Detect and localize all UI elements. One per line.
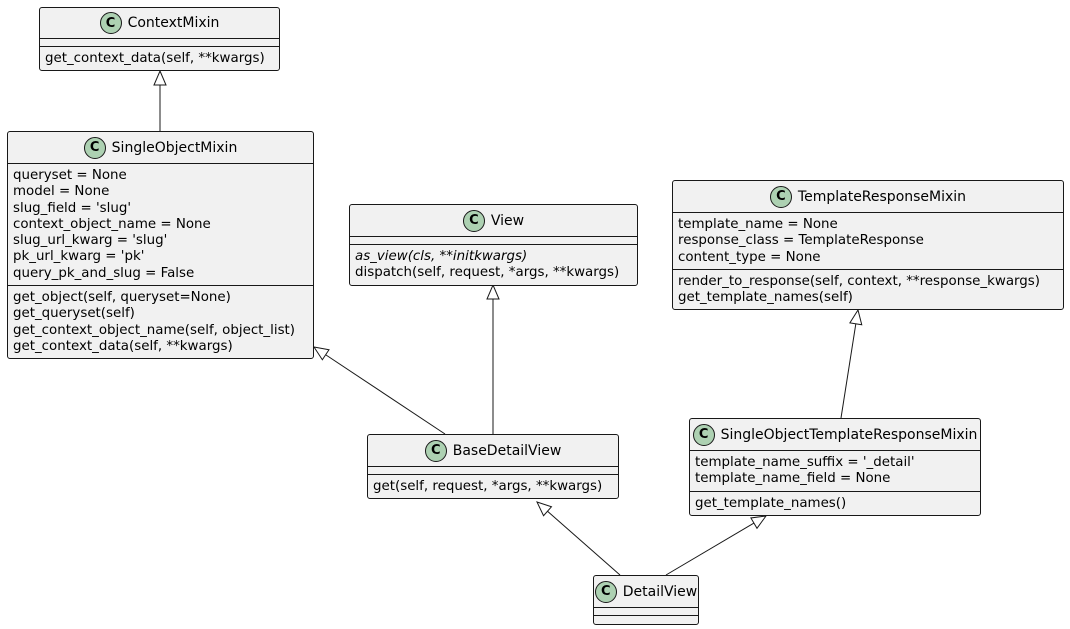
class-name: SingleObjectTemplateResponseMixin [720,426,978,443]
class-methods: get_context_data(self, **kwargs) [40,47,279,70]
field-row: model = None [13,184,110,200]
method-row: render_to_response(self, context, **resp… [678,273,1040,289]
method-row: get_context_object_name(self, object_lis… [13,322,296,338]
class-name: TemplateResponseMixin [797,188,967,205]
class-fields [368,467,618,475]
class-fields: template_name_suffix = '_detail'template… [690,451,980,492]
class-fields [594,608,698,616]
class-fields [350,237,637,245]
class-methods [594,616,698,624]
class-name: BaseDetailView [452,442,562,459]
inheritance-line [665,522,755,576]
class-box-detail-view[interactable]: C DetailView [593,575,699,625]
field-row: queryset = None [13,168,127,183]
field-row: template_name = None [678,217,838,232]
class-box-view[interactable]: C View as_view(cls, **initkwargs)dispatch(… [349,204,638,286]
method-row: as_view(cls, **initkwargs) [355,249,528,264]
class-methods: as_view(cls, **initkwargs)dispatch(self,… [350,245,637,285]
class-methods: get_object(self, queryset=None)get_query… [8,286,313,358]
class-header: C SingleObjectMixin [8,132,313,164]
class-header: C SingleObjectTemplateResponseMixin [690,419,980,451]
field-row: template_name_suffix = '_detail' [695,455,915,470]
field-row: response_class = TemplateResponse [678,233,924,249]
field-row: content_type = None [678,249,821,265]
inheritance-line [325,354,446,435]
class-stereotype-icon: C [99,12,122,34]
inheritance-arrowhead [312,346,330,361]
class-name: View [490,212,525,229]
class-fields [40,39,279,47]
field-row: slug_url_kwarg = 'slug' [13,233,168,249]
field-row: pk_url_kwarg = 'pk' [13,249,145,265]
class-name: ContextMixin [127,15,220,31]
method-row: get_template_names(self) [678,290,853,306]
inheritance-arrowhead [486,283,500,300]
method-row: dispatch(self, request, *args, **kwargs) [355,265,620,281]
method-row: get_template_names() [695,495,847,511]
method-row: get_context_data(self, **kwargs) [13,338,233,354]
class-methods: get_template_names() [690,492,980,515]
class-box-base-detail-view[interactable]: C BaseDetailView get(self, request, *args,… [367,434,619,500]
inheritance-arrowhead [750,515,768,530]
inheritance-arrowhead [153,69,167,86]
class-stereotype-icon: C [594,580,617,603]
class-header: C ContextMixin [40,8,279,39]
inheritance-arrowhead [849,308,863,326]
method-row: get(self, request, *args, **kwargs) [373,479,603,494]
class-header: C DetailView [594,576,698,608]
class-header: C BaseDetailView [368,435,618,467]
class-header: C View [350,205,637,237]
field-row: query_pk_and_slug = False [13,265,195,281]
class-name: SingleObjectMixin [111,139,238,156]
field-row: context_object_name = None [13,216,211,232]
class-methods: render_to_response(self, context, **resp… [673,270,1063,310]
class-stereotype-icon: C [424,439,447,462]
class-methods: get(self, request, *args, **kwargs) [368,475,618,498]
method-row: get_queryset(self) [13,306,135,322]
method-row: get_context_data(self, **kwargs) [45,51,265,66]
class-stereotype-icon: C [692,423,715,446]
class-header: C TemplateResponseMixin [673,181,1063,213]
field-row: template_name_field = None [695,471,891,487]
inheritance-line [547,510,621,576]
class-box-context-mixin[interactable]: C ContextMixin get_context_data(self, **kw… [39,7,280,72]
class-box-template-response-mixin[interactable]: C TemplateResponseMixin template_name = No… [672,180,1064,311]
class-stereotype-icon: C [462,209,485,232]
class-stereotype-icon: C [83,136,106,159]
class-name: DetailView [622,583,698,600]
class-stereotype-icon: C [769,185,792,208]
inheritance-line [840,323,857,419]
method-row: get_object(self, queryset=None) [13,290,231,306]
field-row: slug_field = 'slug' [13,200,132,216]
class-box-single-object-template-response-mixin[interactable]: C SingleObjectTemplateResponseMixin templa… [689,418,981,516]
inheritance-arrowhead [536,501,553,517]
